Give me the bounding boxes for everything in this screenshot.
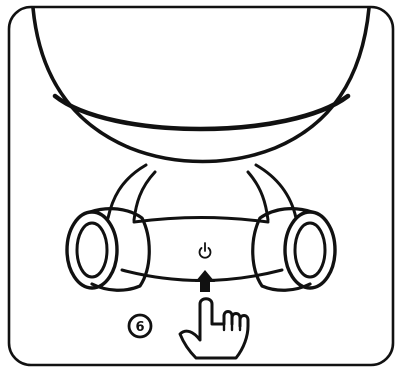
left-stand-arm xyxy=(106,163,157,222)
illustration-frame xyxy=(7,5,395,367)
pointing-hand-icon xyxy=(178,297,250,360)
arrow-up-icon xyxy=(195,270,215,292)
left-earbud xyxy=(65,207,151,292)
step-number: 6 xyxy=(135,320,144,335)
body-seam xyxy=(52,93,351,132)
right-earbud xyxy=(251,207,337,292)
power-icon xyxy=(198,242,212,259)
step-badge: 6 xyxy=(127,313,153,339)
device-body xyxy=(31,6,371,164)
right-stand-arm xyxy=(246,163,298,222)
